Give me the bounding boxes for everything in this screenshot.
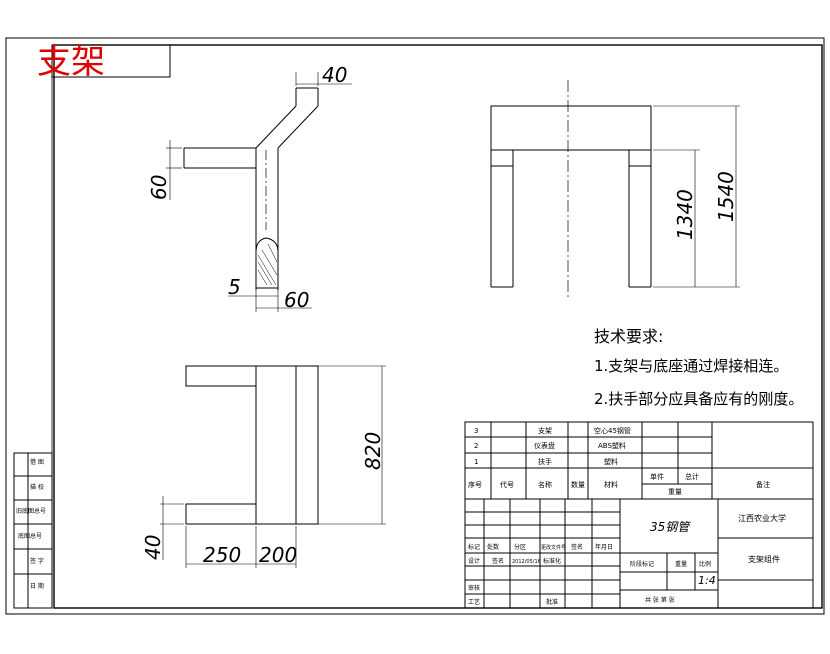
bom-header-qty: 数量 (571, 480, 585, 489)
bom-rows: 3 支架 空心45钢管 2 仪表盘 ABS塑料 1 扶手 塑料 (474, 426, 631, 466)
change-zone: 分区 (514, 543, 526, 551)
bom-header-no: 序号 (468, 480, 482, 489)
process-label: 工艺 (468, 598, 480, 606)
bom-header-material: 材料 (604, 480, 618, 489)
dim-height-outer: 1540 (714, 171, 738, 222)
sheets-label: 共 张 第 张 (645, 596, 675, 604)
title-block-text: 35钢管 江西农业大学 支架组件 标记 处数 分区 更改文件号 签名 年月日 设… (468, 513, 786, 606)
bom-header-weight: 重量 (668, 488, 682, 496)
view-side (160, 365, 386, 568)
bom-name: 支架 (538, 426, 552, 435)
strip-label-date: 日 期 (30, 582, 44, 590)
bom-header: 序号 代号 名称 数量 材料 单件 总计 重量 备注 (468, 472, 770, 496)
bom-header-name: 名称 (538, 480, 552, 489)
bom-name: 仪表盘 (534, 441, 555, 450)
school-name: 江西农业大学 (738, 513, 786, 523)
outer-border (5, 37, 825, 615)
bom-name: 扶手 (538, 457, 552, 466)
strip-label-sign: 签 字 (30, 557, 44, 565)
bom-no: 2 (474, 442, 478, 450)
dim-top-width: 40 (322, 63, 347, 87)
bom-no: 3 (474, 427, 478, 435)
inner-border (53, 44, 823, 609)
tech-heading: 技术要求: (594, 327, 663, 346)
change-sign: 签名 (571, 543, 583, 551)
bom-material: 空心45钢管 (594, 426, 631, 435)
dim-length-b: 200 (259, 543, 297, 567)
tech-item-2: 2.扶手部分应具备应有的刚度。 (594, 390, 803, 408)
change-doc: 更改文件号 (541, 544, 566, 551)
bom-header-remark: 备注 (756, 480, 770, 489)
strip-label-old-no: 旧底图总号 (16, 507, 46, 515)
change-mark: 标记 (468, 543, 480, 551)
dim-side-height: 820 (361, 432, 385, 470)
tech-item-1: 1.支架与底座通过焊接相连。 (594, 357, 788, 375)
strip-label-borrow: 借 图 (30, 458, 44, 466)
stage-label: 阶段标记 (630, 560, 654, 568)
dim-bottom-thickness: 5 (228, 275, 241, 299)
bom-material: 塑料 (604, 457, 618, 466)
bom-header-total: 总计 (685, 472, 699, 481)
dim-bottom-width: 60 (284, 288, 309, 312)
review-label: 审核 (468, 584, 480, 592)
title-box (51, 44, 171, 78)
change-date: 年月日 (595, 543, 613, 551)
scale-label: 比例 (699, 560, 711, 568)
bom-header-code: 代号 (500, 480, 514, 489)
scale-value: 1:4 (698, 574, 716, 587)
approve-label: 批准 (546, 598, 558, 606)
strip-label-base-no: 底图总号 (18, 532, 42, 540)
bom-table (464, 421, 814, 500)
designer-label: 设计 (468, 557, 480, 565)
dim-base-height: 40 (141, 535, 165, 560)
weight-label: 重量 (675, 560, 687, 568)
standardization-label: 标准化 (543, 557, 561, 565)
drawing-title: 支架 (37, 42, 105, 82)
left-strip: 借 图 描 校 旧底图总号 底图总号 签 字 日 期 (13, 452, 53, 609)
bom-material: ABS塑料 (598, 441, 626, 450)
design-date: 2012/05/16 (512, 559, 541, 565)
dim-height-inner: 1340 (673, 189, 697, 240)
drawing-name: 支架组件 (748, 554, 780, 564)
dim-length-a: 250 (203, 543, 241, 567)
material-value: 35钢管 (650, 520, 691, 534)
dim-left-height: 60 (147, 175, 171, 200)
bom-no: 1 (474, 458, 478, 466)
designer-sign: 签名 (492, 557, 504, 565)
view-handle (166, 72, 352, 312)
bom-header-unit: 单件 (650, 472, 664, 481)
change-count: 处数 (487, 543, 499, 551)
view-frame-front (490, 80, 740, 300)
strip-label-trace: 描 校 (30, 483, 44, 491)
title-block (464, 498, 814, 609)
